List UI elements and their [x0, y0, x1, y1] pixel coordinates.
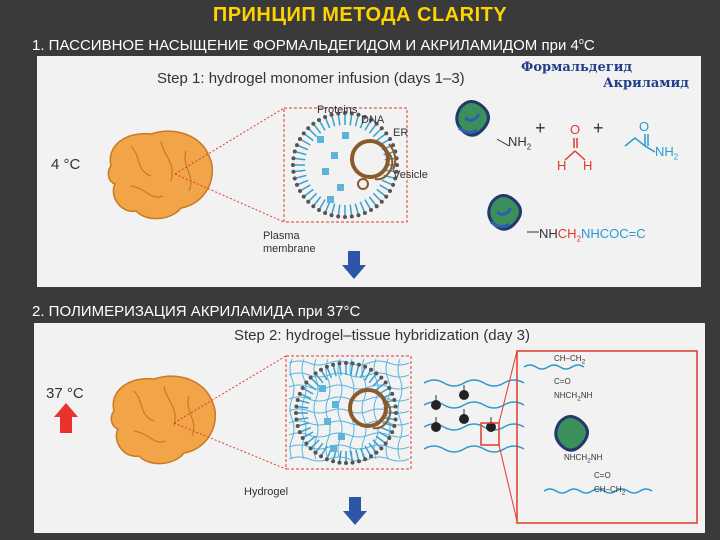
label-vesicle: Vesicle: [393, 169, 428, 181]
temperature-37c: 37 °C: [46, 385, 84, 402]
label-er: ER: [393, 127, 409, 139]
detail-box: [480, 422, 500, 446]
step1-illustration: [107, 100, 656, 279]
plus-sign-2: +: [593, 118, 604, 138]
down-arrow-icon: [343, 497, 367, 525]
step1-caption: 1. ПАССИВНОЕ НАСЫЩЕНИЕ ФОРМАЛЬДЕГИДОМ И …: [32, 36, 595, 54]
label-hydrogel: Hydrogel: [244, 486, 289, 498]
brain-icon: [110, 375, 217, 465]
chem-nh2: NH2: [508, 134, 532, 152]
down-arrow-icon: [342, 251, 366, 279]
chem-formaldehyde-h2: H: [583, 158, 593, 173]
label-dna: DNA: [361, 114, 385, 126]
step2-panel-title: Step 2: hydrogel–tissue hybridization (d…: [234, 327, 531, 344]
chem-formaldehyde-o: O: [570, 122, 581, 137]
chem-nhch2nh: NHCH2NH: [554, 391, 593, 403]
protein-squares: [319, 385, 345, 452]
annotation-acrylamide: Акриламид: [603, 76, 689, 91]
label-membrane: membrane: [263, 243, 316, 255]
cell-membrane: [291, 111, 399, 219]
protein-molecule-icon: [487, 194, 522, 231]
step2-caption: 2. ПОЛИМЕРИЗАЦИЯ АКРИЛАМИДА при 37°C: [32, 303, 361, 320]
chem-nhch2nh-b: NHCH2NH: [564, 453, 603, 465]
step2-panel: Step 2: hydrogel–tissue hybridization (d…: [34, 323, 705, 533]
step2-illustration: [54, 350, 698, 525]
step1-panel-title: Step 1: hydrogel monomer infusion (days …: [157, 70, 465, 87]
nucleus: [348, 388, 388, 428]
brain-icon: [107, 130, 214, 220]
step1-panel: Step 1: hydrogel monomer infusion (days …: [37, 56, 701, 287]
protein-molecule-icon: [455, 100, 490, 137]
slide-title: ПРИНЦИП МЕТОДА CLARITY: [212, 4, 508, 26]
up-arrow-icon: [54, 403, 78, 433]
polymer-network: [423, 379, 525, 453]
chem-product: NHCH2NHCOC=C: [539, 226, 646, 244]
chem-formaldehyde-h: H: [557, 158, 567, 173]
detail-panel: [516, 350, 698, 524]
zoom-box: [285, 355, 412, 470]
cell-membrane: [294, 361, 398, 465]
nucleus: [350, 139, 390, 179]
protein-molecule-icon: [554, 415, 589, 452]
label-proteins: Proteins: [317, 104, 358, 116]
annotation-formaldehyde: Формальдегид: [521, 60, 633, 75]
zoom-box: [283, 107, 408, 223]
chem-acrylamide-o: O: [639, 119, 650, 134]
chem-ch-ch: CH–CH2: [554, 354, 586, 366]
chem-co: C=O: [554, 377, 571, 386]
temperature-4c: 4 °C: [51, 156, 81, 173]
chem-co-b: C=O: [594, 471, 611, 480]
vesicle: [357, 178, 369, 190]
protein-squares: [317, 132, 349, 203]
chem-acrylamide-nh2: NH2: [655, 144, 679, 162]
plus-sign: +: [535, 118, 546, 138]
chem-ch-ch-b: CH–CH2: [594, 485, 626, 497]
label-plasma: Plasma: [263, 230, 300, 242]
